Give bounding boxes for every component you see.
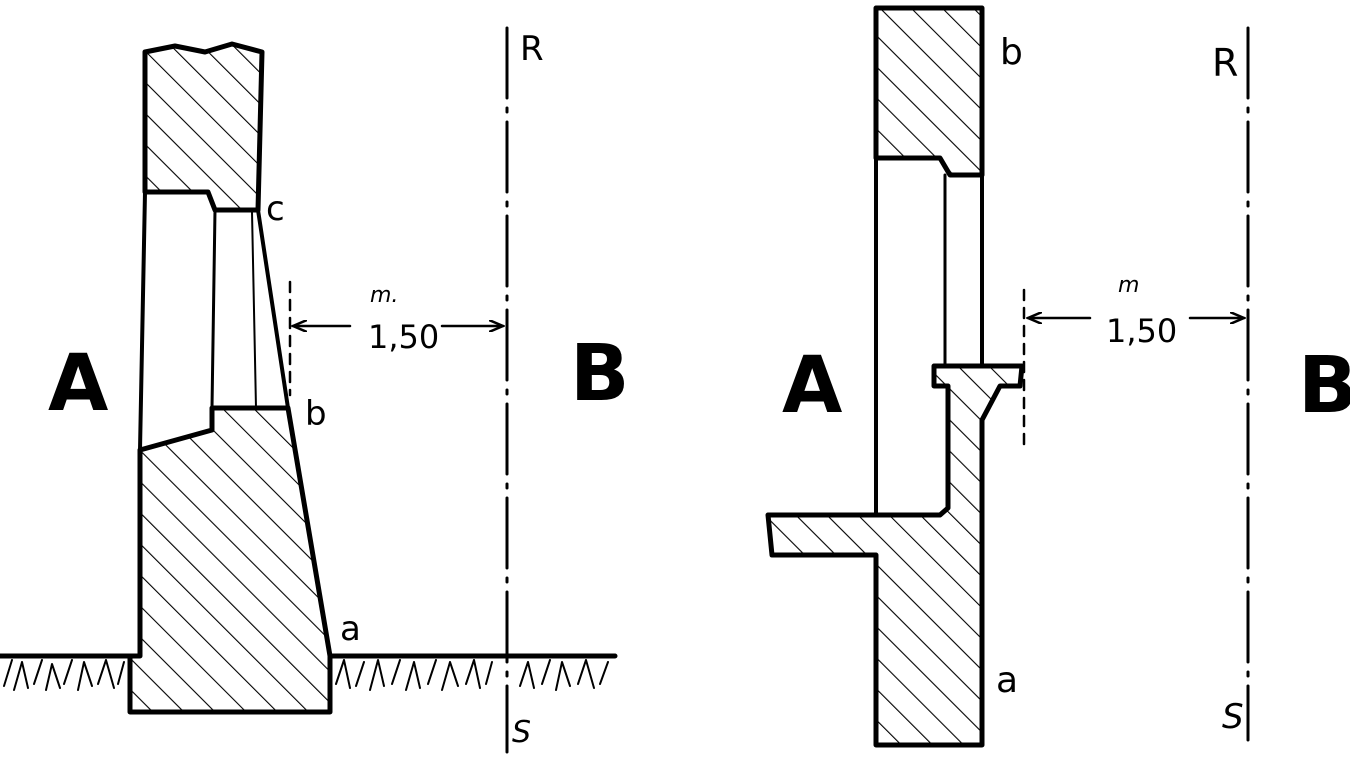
right-section: A B R S b a m 1,50	[765, 5, 1350, 748]
left-slope-c-b	[256, 208, 290, 410]
left-jamb-reveal	[210, 208, 217, 410]
left-frame-line	[251, 211, 257, 409]
right-dim-value: 1,50	[1106, 312, 1177, 350]
right-axis-R: R	[1212, 41, 1238, 85]
right-label-A: A	[782, 341, 842, 431]
left-point-c: c	[266, 189, 285, 229]
left-lower-wall	[127, 405, 333, 715]
right-lower-wall	[765, 363, 1025, 748]
left-section: A B R S c b a m. 1,50	[0, 26, 629, 754]
left-upper-wall	[142, 41, 265, 213]
left-dim-unit: m.	[370, 283, 398, 308]
left-point-a: a	[340, 609, 361, 649]
right-dim-unit: m	[1118, 273, 1139, 298]
left-label-A: A	[48, 339, 108, 429]
right-label-B: B	[1298, 341, 1350, 431]
left-label-B: B	[570, 329, 629, 419]
right-point-b: b	[1000, 32, 1023, 73]
left-axis-R: R	[520, 29, 544, 69]
right-upper-wall	[873, 5, 985, 178]
left-ground-grass	[3, 659, 609, 691]
left-jamb-inner	[138, 190, 147, 452]
right-axis-S: S	[1222, 697, 1244, 737]
left-axis-S: S	[512, 715, 531, 750]
right-point-a: a	[996, 660, 1018, 701]
left-dim-value: 1,50	[368, 318, 439, 356]
left-point-b: b	[305, 394, 327, 434]
